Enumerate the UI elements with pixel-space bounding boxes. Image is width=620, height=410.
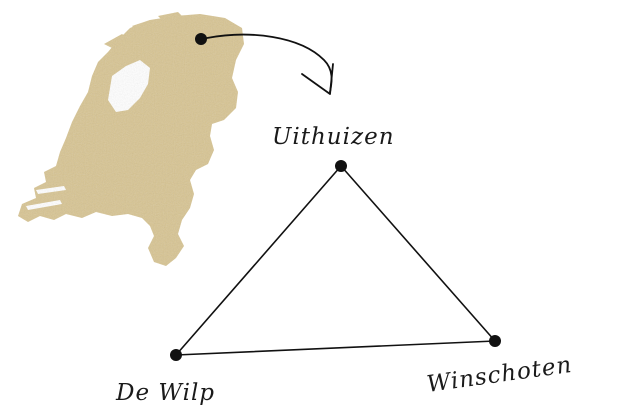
label-uithuizen: Uithuizen (272, 124, 395, 150)
edge-top-to-left (175, 165, 342, 356)
arrow-head-icon (301, 63, 334, 95)
label-winschoten: Winschoten (425, 352, 574, 398)
node-uithuizen (335, 160, 347, 172)
map-location-dot (195, 33, 207, 45)
node-winschoten (489, 335, 501, 347)
edge-top-to-right (340, 165, 496, 342)
netherlands-outline (18, 14, 244, 266)
edge-left-to-right (175, 340, 496, 356)
zeeland-inlet (26, 200, 62, 210)
netherlands-map (18, 12, 244, 266)
node-de-wilp (170, 349, 182, 361)
wadden-island (132, 20, 154, 30)
zeeland-inlet (36, 186, 66, 194)
pointer-arrow (195, 33, 334, 95)
wadden-island (104, 34, 128, 48)
label-de-wilp: De Wilp (115, 380, 215, 406)
ijsselmeer-water (108, 60, 150, 112)
triangle-diagram: Uithuizen De Wilp Winschoten (115, 124, 574, 406)
wadden-island (158, 12, 182, 20)
